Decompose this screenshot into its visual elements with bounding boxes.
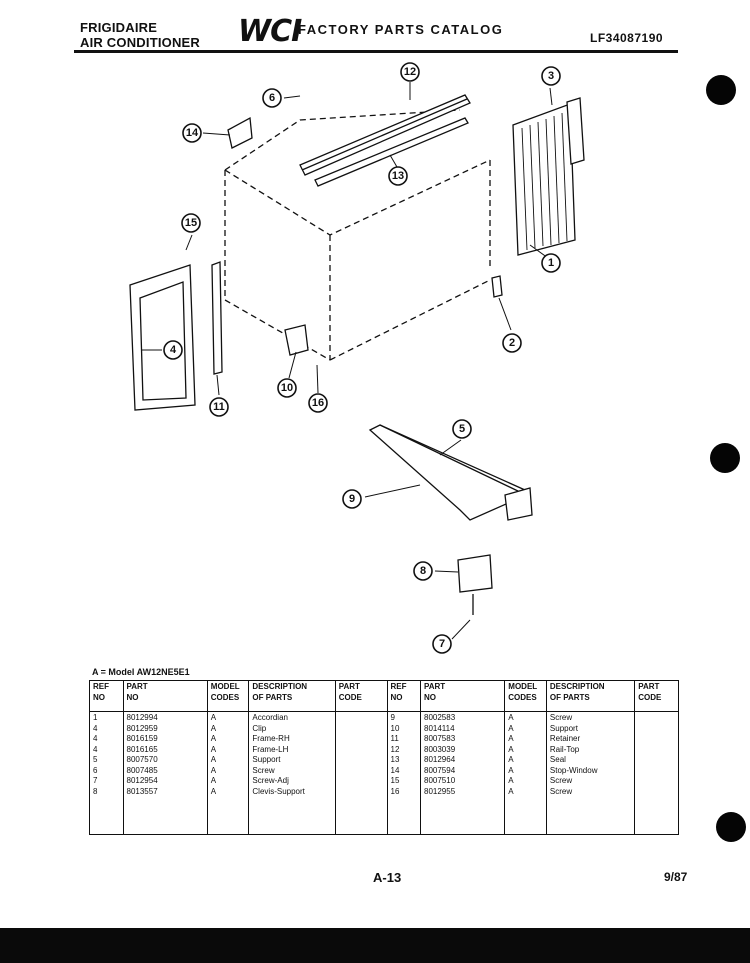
cabinet-outline-front (224, 159, 491, 236)
catalog-code: LF34087190 (590, 31, 664, 45)
product-type: AIR CONDITIONER (80, 35, 200, 50)
part-cell-left: 8012994 8012959 8016159 8016165 8007570 … (122, 711, 208, 835)
stop-window-part (227, 116, 253, 149)
col-ref-no-2: REF NO (386, 680, 421, 712)
desc-cell-left: Accordian Clip Frame-RH Frame-LH Support… (248, 711, 336, 835)
svg-text:2: 2 (509, 337, 515, 349)
svg-text:6: 6 (269, 92, 275, 104)
brand-block: FRIGIDAIRE AIR CONDITIONER (80, 20, 200, 50)
svg-text:1: 1 (548, 257, 554, 269)
col-model-codes-2: MODEL CODES (504, 680, 547, 712)
clip-part (491, 275, 503, 298)
catalog-date: 9/87 (664, 870, 688, 884)
svg-text:11: 11 (213, 401, 225, 413)
svg-text:12: 12 (404, 66, 416, 78)
exploded-parts-diagram: 1 2 3 4 5 6 7 8 9 10 11 12 13 14 15 16 (129, 62, 585, 654)
callout-6: 6 (262, 88, 282, 108)
col-description: DESCRIPTION OF PARTS (248, 680, 336, 712)
model-note: A = Model AW12NE5E1 (92, 667, 190, 677)
page-number: A-13 (373, 870, 402, 885)
binder-hole-middle (710, 443, 740, 473)
callout-9: 9 (342, 489, 362, 509)
col-description-2: DESCRIPTION OF PARTS (545, 680, 636, 712)
header-rule (74, 50, 678, 53)
svg-text:15: 15 (185, 217, 197, 229)
col-model-codes: MODEL CODES (206, 680, 250, 712)
col-part-code: PART CODE (334, 680, 388, 712)
svg-text:10: 10 (281, 382, 293, 394)
accordion-panel-right (512, 103, 576, 256)
callout-14: 14 (182, 123, 202, 143)
wci-logo: WCI (238, 14, 302, 49)
callout-8: 8 (413, 561, 433, 581)
binder-hole-top (706, 75, 736, 105)
callout-15: 15 (181, 213, 201, 233)
svg-text:3: 3 (548, 70, 554, 82)
svg-text:5: 5 (459, 423, 465, 435)
binder-hole-bottom (716, 812, 746, 842)
retainer-part (211, 261, 223, 375)
table-header-row: REF NO PART NO MODEL CODES DESCRIPTION O… (89, 680, 679, 712)
bottom-support-part (284, 324, 309, 356)
scan-edge-band (0, 928, 750, 963)
callout-4: 4 (163, 340, 183, 360)
parts-table: REF NO PART NO MODEL CODES DESCRIPTION O… (89, 680, 679, 835)
seal-part (314, 117, 469, 187)
callout-10: 10 (277, 378, 297, 398)
accordion-panel-left (129, 264, 196, 411)
model-cell-right: A A A A A A A A (504, 711, 547, 835)
part-cell-right: 8002583 8014114 8007583 8003039 8012964 … (419, 711, 506, 835)
svg-text:7: 7 (439, 638, 445, 650)
brand-name: FRIGIDAIRE (80, 20, 158, 35)
svg-text:14: 14 (186, 127, 199, 139)
model-cell-left: A A A A A A A A (206, 711, 250, 835)
top-rail-part (299, 94, 471, 176)
col-part-no-2: PART NO (419, 680, 506, 712)
callout-13: 13 (388, 166, 408, 186)
callout-12: 12 (400, 62, 420, 82)
desc-cell-right: Screw Support Retainer Rail-Top Seal Sto… (545, 711, 636, 835)
col-part-code-2: PART CODE (634, 680, 679, 712)
col-ref-no: REF NO (89, 680, 124, 712)
callout-5: 5 (452, 419, 472, 439)
table-row: 1 4 4 4 5 6 7 8 8012994 8012959 8016159 … (89, 711, 679, 835)
code-cell-right (634, 711, 679, 835)
svg-text:13: 13 (392, 170, 404, 182)
callout-11: 11 (209, 397, 229, 417)
clevis-support-part (457, 554, 493, 593)
svg-text:4: 4 (170, 344, 177, 356)
svg-text:9: 9 (349, 493, 355, 505)
svg-text:16: 16 (312, 397, 324, 409)
callout-7: 7 (432, 634, 452, 654)
col-part-no: PART NO (122, 680, 208, 712)
callout-3: 3 (541, 66, 561, 86)
svg-text:8: 8 (420, 565, 426, 577)
callout-group: 1 2 3 4 5 6 7 8 9 10 11 12 13 14 15 16 (163, 62, 561, 654)
ref-cell-right: 9 10 11 12 13 14 15 16 (386, 711, 421, 835)
callout-1: 1 (541, 253, 561, 273)
callout-16: 16 (308, 393, 328, 413)
support-arm-part (368, 424, 527, 521)
code-cell-left (334, 711, 388, 835)
catalog-title: FACTORY PARTS CATALOG (298, 22, 504, 37)
callout-2: 2 (502, 333, 522, 353)
ref-cell-left: 1 4 4 4 5 6 7 8 (89, 711, 124, 835)
